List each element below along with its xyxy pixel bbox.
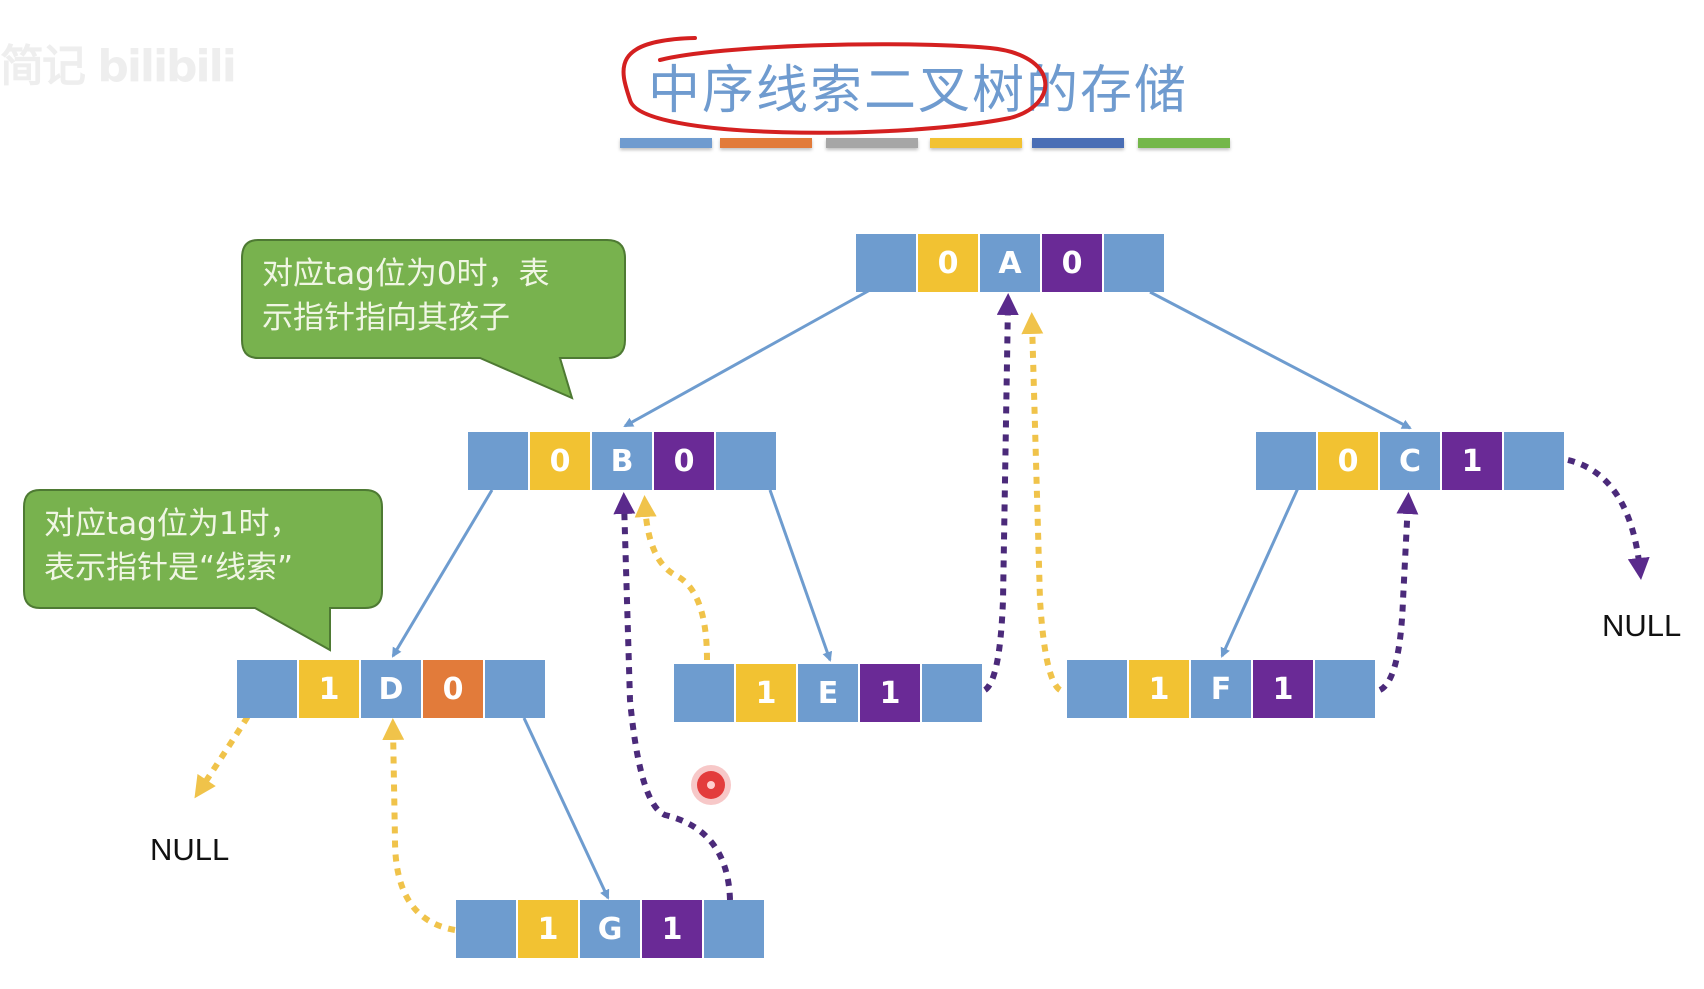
- lchild-pointer-cell: [1067, 660, 1127, 718]
- data-cell: B: [592, 432, 652, 490]
- color-strip-bar: [1032, 138, 1124, 148]
- color-strip-bar: [826, 138, 918, 148]
- rtag-cell: 0: [423, 660, 483, 718]
- rchild-pointer-cell: [922, 664, 982, 722]
- rchild-pointer-cell: [485, 660, 545, 718]
- callout-text-tag0: 对应tag位为0时，表 示指针指向其孩子: [262, 256, 550, 336]
- thread-F-succ-C: [1378, 492, 1419, 693]
- rchild-pointer-cell: [1504, 432, 1564, 490]
- edge-D-G: [522, 717, 610, 900]
- rtag-cell: 0: [1042, 234, 1102, 292]
- callout-bubble-tag0: [241, 239, 626, 400]
- ltag-cell: 1: [736, 664, 796, 722]
- lchild-pointer-cell: [468, 432, 528, 490]
- rtag-cell: 1: [1253, 660, 1313, 718]
- rtag-cell: 1: [642, 900, 702, 958]
- data-cell: C: [1380, 432, 1440, 490]
- color-strip-bar: [620, 138, 712, 148]
- ltag-cell: 0: [1318, 432, 1378, 490]
- thread-G-succ-B: [613, 492, 733, 901]
- thread-F-pred-A: [1021, 312, 1063, 693]
- data-cell: D: [361, 660, 421, 718]
- laser-pointer-center: [707, 781, 715, 789]
- data-cell: E: [798, 664, 858, 722]
- rtag-cell: 0: [654, 432, 714, 490]
- thread-E-succ-A: [982, 293, 1019, 693]
- callout-bubble-tag1: [23, 489, 383, 652]
- thread-E-pred-B: [634, 495, 710, 661]
- data-cell: F: [1191, 660, 1251, 718]
- lchild-pointer-cell: [856, 234, 916, 292]
- rchild-pointer-cell: [1104, 234, 1164, 292]
- ltag-cell: 1: [1129, 660, 1189, 718]
- null-label-right: NULL: [1602, 608, 1682, 643]
- data-cell: A: [980, 234, 1040, 292]
- ltag-cell: 1: [299, 660, 359, 718]
- rchild-pointer-cell: [1315, 660, 1375, 718]
- null-label-left: NULL: [150, 832, 230, 867]
- callout-text-tag1: 对应tag位为1时， 表示指针是“线索”: [44, 506, 301, 586]
- ltag-cell: 0: [918, 234, 978, 292]
- rchild-pointer-cell: [716, 432, 776, 490]
- edge-A-B: [623, 288, 871, 428]
- color-strip-bar: [720, 138, 812, 148]
- rtag-cell: 1: [1442, 432, 1502, 490]
- lchild-pointer-cell: [456, 900, 516, 958]
- color-strip-bar: [930, 138, 1022, 148]
- edge-A-C: [1149, 290, 1412, 430]
- thread-D-pred-null: [194, 703, 258, 799]
- bilibili-watermark: 简记 bilibili: [0, 41, 237, 92]
- rtag-cell: 1: [860, 664, 920, 722]
- thread-G-pred-D: [382, 718, 456, 933]
- color-strip-bar: [1138, 138, 1230, 148]
- data-cell: G: [580, 900, 640, 958]
- edge-C-F: [1220, 487, 1300, 658]
- rchild-pointer-cell: [704, 900, 764, 958]
- lchild-pointer-cell: [237, 660, 297, 718]
- ltag-cell: 0: [530, 432, 590, 490]
- edge-B-D: [391, 489, 494, 658]
- edge-B-E: [768, 489, 833, 662]
- lchild-pointer-cell: [1256, 432, 1316, 490]
- lchild-pointer-cell: [674, 664, 734, 722]
- ltag-cell: 1: [518, 900, 578, 958]
- thread-C-succ-null: [1567, 457, 1650, 580]
